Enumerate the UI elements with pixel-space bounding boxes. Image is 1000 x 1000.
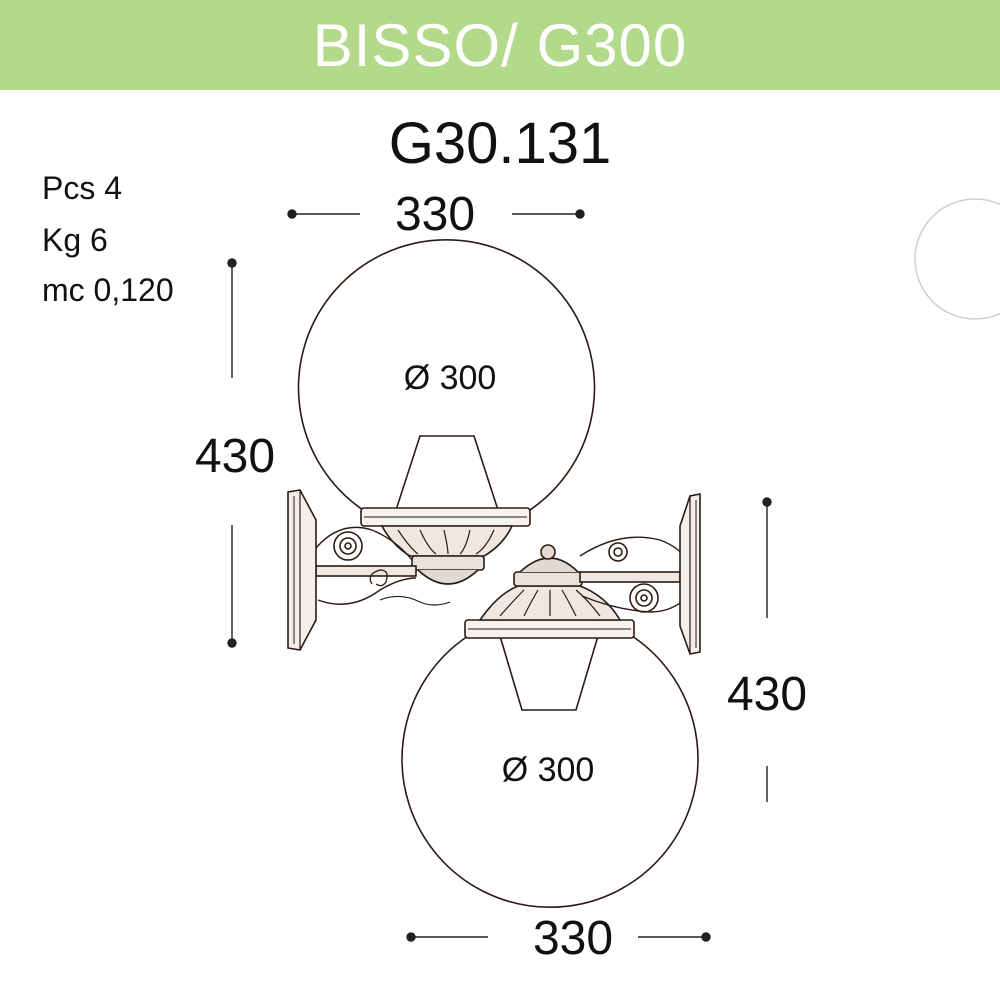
bottom-width-label: 330 [532, 912, 614, 965]
spec-pieces: Pcs 4 [42, 170, 123, 206]
top-globe-diameter-label: Ø 300 [403, 359, 497, 397]
dimension-line-right-height [762, 497, 772, 802]
upper-lamp [287, 239, 596, 651]
spec-weight: Kg 6 [42, 222, 108, 258]
dimension-line-left-height [227, 258, 237, 648]
bottom-globe-diameter-label: Ø 300 [501, 751, 595, 789]
model-code: G30.131 [388, 111, 612, 176]
dimension-line-bottom-width [406, 932, 711, 942]
page-title: BISSO/ G300 [312, 12, 688, 79]
lower-lamp [401, 493, 701, 908]
right-height-label: 430 [726, 668, 808, 721]
spec-volume: mc 0,120 [42, 272, 174, 308]
header-band [0, 0, 1000, 90]
left-height-label: 430 [194, 430, 276, 483]
top-width-label: 330 [394, 188, 476, 241]
dimension-line-top-width [287, 209, 585, 219]
thumbnail-outline [914, 198, 1000, 320]
